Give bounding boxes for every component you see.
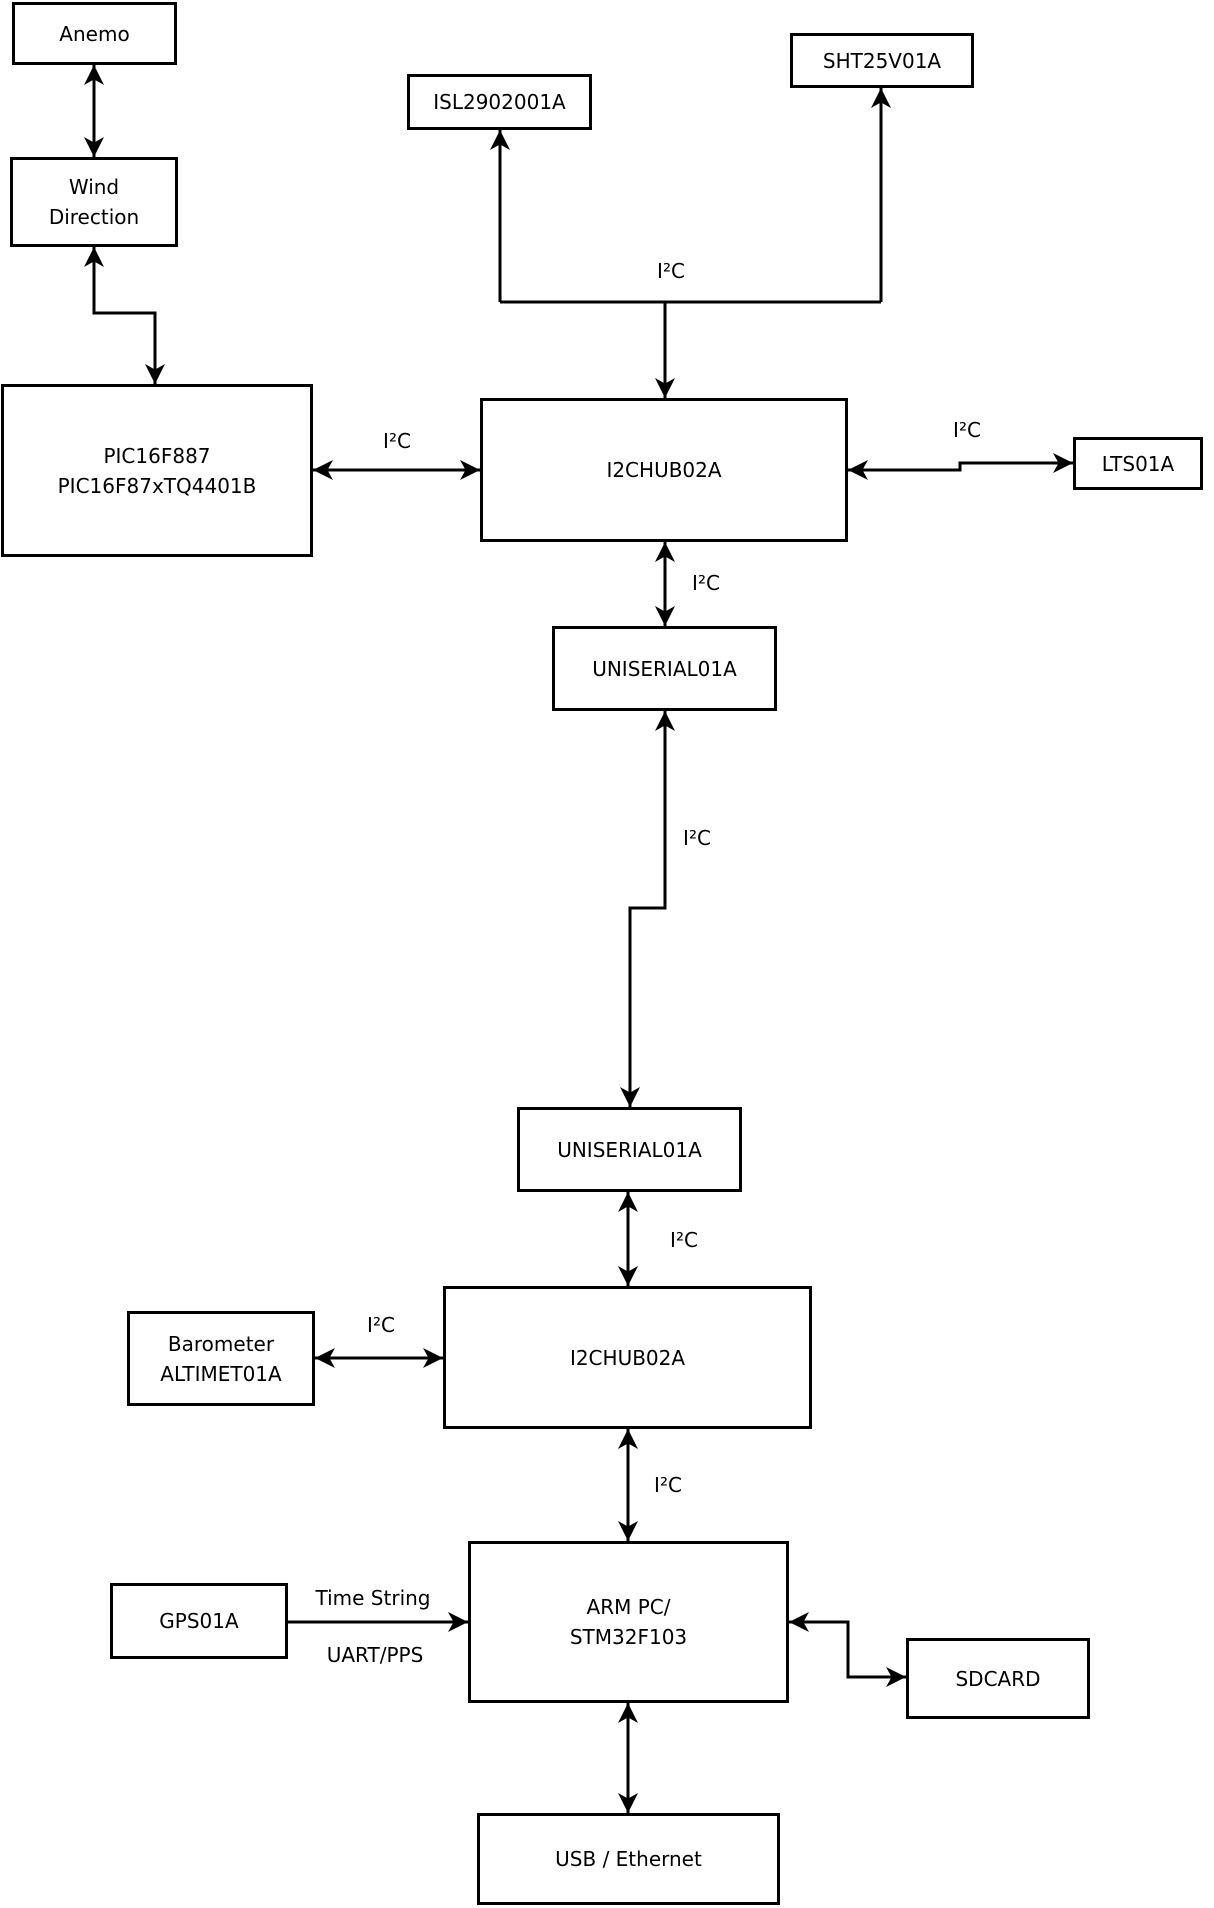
node-i2chub02a-bottom-label: I2CHUB02A [569, 1345, 686, 1370]
node-barometer-altimet01a: Barometer ALTIMET01A [127, 1311, 315, 1406]
node-uniserial01a-bottom-label: UNISERIAL01A [557, 1137, 702, 1162]
node-arm-pc-stm32f103: ARM PC/ STM32F103 [468, 1541, 789, 1703]
edge-label-i2c-uniserial1-uniserial2: I²C [683, 826, 711, 850]
node-arm-pc-label-line1: ARM PC/ [586, 1595, 671, 1619]
connector-uniserial1-uniserial2 [620, 711, 675, 1107]
node-sdcard: SDCARD [906, 1638, 1090, 1719]
node-barometer-label-line2: ALTIMET01A [160, 1361, 282, 1386]
node-isl2902001a-label: ISL2902001A [433, 90, 566, 114]
node-uniserial01a-top-label: UNISERIAL01A [592, 656, 737, 681]
node-wind-direction-label-line2: Direction [48, 205, 140, 229]
node-lts01a: LTS01A [1073, 437, 1203, 490]
node-isl2902001a: ISL2902001A [407, 74, 592, 130]
node-sdcard-label: SDCARD [955, 1666, 1041, 1691]
node-i2chub02a-bottom: I2CHUB02A [443, 1286, 812, 1429]
node-sht25v01a-label: SHT25V01A [822, 48, 942, 73]
edge-label-i2c-barometer-hub2: I²C [367, 1313, 395, 1337]
edge-label-i2c-hub1-lts: I²C [953, 418, 981, 442]
node-sht25v01a: SHT25V01A [790, 33, 974, 88]
connector-hub1-lts [848, 453, 1073, 480]
node-usb-ethernet: USB / Ethernet [477, 1813, 780, 1905]
edge-label-i2c-hub1-uniserial1: I²C [692, 571, 720, 595]
node-arm-pc-label-line2: STM32F103 [569, 1625, 688, 1649]
node-usb-ethernet-label: USB / Ethernet [555, 1847, 702, 1871]
node-uniserial01a-top: UNISERIAL01A [552, 626, 777, 711]
node-uniserial01a-bottom: UNISERIAL01A [517, 1107, 742, 1192]
edge-label-i2c-pic-hub1: I²C [383, 429, 411, 453]
connector-winddirection-pic [84, 247, 165, 384]
node-barometer-label-line1: Barometer [167, 1331, 275, 1356]
node-pic16f887: PIC16F887 PIC16F87xTQ4401B [1, 384, 313, 557]
node-gps01a-label: GPS01A [159, 1609, 239, 1633]
edge-label-i2c-uniserial2-hub2: I²C [670, 1228, 698, 1252]
node-gps01a: GPS01A [110, 1583, 288, 1659]
node-wind-direction: Wind Direction [10, 157, 178, 247]
node-i2chub02a-top: I2CHUB02A [480, 398, 848, 542]
node-lts01a-label: LTS01A [1101, 451, 1175, 476]
node-pic16f887-label-line2: PIC16F87xTQ4401B [57, 473, 257, 498]
edge-label-i2c-hub2-arm: I²C [654, 1473, 682, 1497]
connector-armpc-sdcard [789, 1612, 906, 1687]
node-anemo-label: Anemo [59, 21, 130, 46]
edge-label-uart-pps: UART/PPS [326, 1643, 424, 1667]
node-anemo: Anemo [12, 2, 177, 65]
node-wind-direction-label-line1: Wind [68, 175, 120, 199]
node-i2chub02a-top-label: I2CHUB02A [606, 458, 722, 482]
node-pic16f887-label-line1: PIC16F887 [103, 443, 211, 468]
edge-label-time-string: Time String [315, 1586, 431, 1610]
edge-label-i2c-top-bus: I²C [657, 259, 685, 283]
